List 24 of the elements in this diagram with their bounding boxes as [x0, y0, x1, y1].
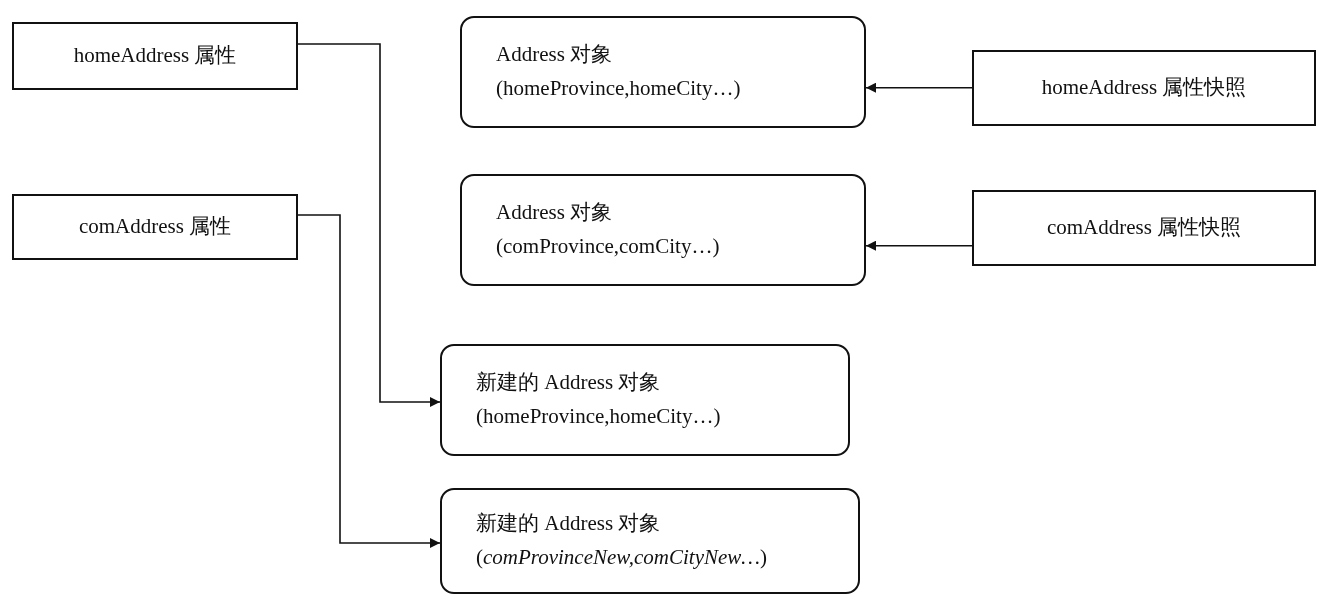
box-label: comAddress 属性快照 [1046, 214, 1242, 242]
box-label: comAddress 属性 [78, 213, 232, 241]
object-box [460, 174, 866, 286]
arrow [297, 43, 441, 407]
property-box [972, 190, 1316, 266]
arrow [865, 82, 973, 93]
box-label: 新建的 Address 对象 [476, 369, 662, 397]
object-box [460, 16, 866, 128]
box-label: Address 对象 [496, 41, 614, 69]
box-label: 新建的 Address 对象 [476, 510, 662, 538]
box-label: homeAddress 属性快照 [1041, 74, 1247, 102]
object-box [440, 488, 860, 594]
object-box [440, 344, 850, 456]
arrow [865, 240, 973, 251]
box-label: Address 对象 [496, 199, 614, 227]
box-label: homeAddress 属性 [73, 42, 237, 70]
box-detail: (homeProvince,homeCity…) [496, 75, 742, 102]
property-box [12, 22, 298, 90]
box-detail: (comProvinceNew,comCityNew…) [476, 544, 769, 571]
box-detail: (homeProvince,homeCity…) [476, 403, 722, 430]
arrow [297, 214, 441, 548]
property-box [972, 50, 1316, 126]
box-detail: (comProvince,comCity…) [496, 233, 721, 260]
property-box [12, 194, 298, 260]
